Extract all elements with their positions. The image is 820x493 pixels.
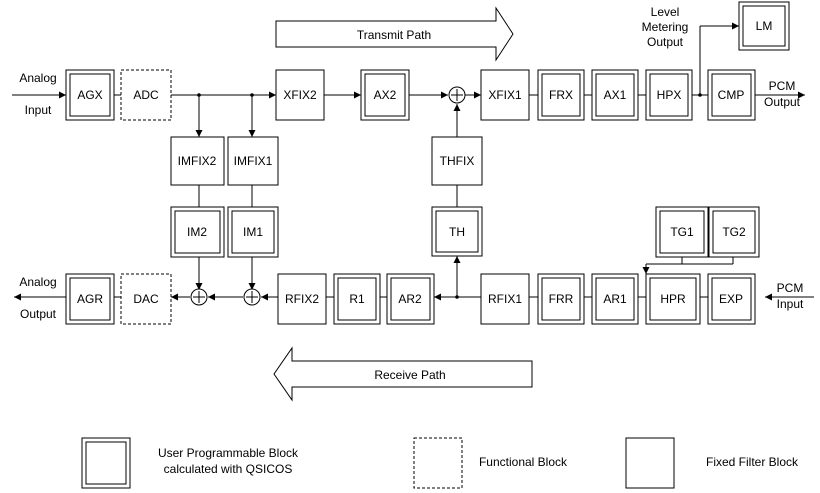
block-th: TH (431, 206, 483, 257)
block-frx: FRX (537, 69, 585, 121)
svg-text:RFIX1: RFIX1 (488, 292, 522, 306)
block-dac: DAC (120, 273, 172, 325)
block-im1: IM1 (227, 206, 279, 258)
block-ax2: AX2 (360, 69, 410, 121)
svg-text:CMP: CMP (718, 88, 745, 102)
svg-text:AX1: AX1 (604, 88, 627, 102)
analog-output-label: Analog (19, 275, 56, 289)
block-im2: IM2 (170, 206, 225, 258)
pcm-input-label-2: Input (777, 297, 804, 311)
pcm-output-label-2: Output (764, 95, 801, 109)
svg-text:AX2: AX2 (374, 88, 397, 102)
block-agr: AGR (65, 273, 115, 325)
block-agx: AGX (65, 69, 115, 121)
receive-connections (14, 257, 814, 301)
block-rfix1: RFIX1 (480, 273, 530, 325)
svg-text:AR1: AR1 (603, 292, 627, 306)
svg-text:IM2: IM2 (187, 225, 207, 239)
svg-text:AGX: AGX (77, 88, 102, 102)
transmit-path-label: Transmit Path (357, 28, 431, 42)
receive-path-label: Receive Path (374, 368, 445, 382)
legend-user-programmable-swatch (81, 437, 131, 489)
block-imfix1: IMFIX1 (227, 136, 279, 186)
level-metering-label-3: Output (647, 35, 684, 49)
level-metering-label-2: Metering (642, 20, 689, 34)
svg-text:AGR: AGR (77, 292, 103, 306)
legend-functional-swatch (413, 437, 463, 489)
block-lm: LM (738, 1, 790, 51)
svg-text:RFIX2: RFIX2 (285, 292, 319, 306)
svg-text:HPX: HPX (657, 88, 682, 102)
svg-text:XFIX1: XFIX1 (488, 88, 522, 102)
legend-fixed-label: Fixed Filter Block (706, 455, 799, 469)
block-adc: ADC (120, 69, 172, 121)
legend-fixed-swatch (625, 437, 675, 489)
svg-text:DAC: DAC (133, 292, 159, 306)
block-tg2: TG2 (708, 206, 760, 258)
sum-junction-im2 (190, 288, 208, 306)
sum-junction-im1 (243, 288, 261, 306)
pcm-output-label: PCM (769, 79, 796, 93)
svg-text:FRR: FRR (549, 292, 574, 306)
svg-text:HPR: HPR (660, 292, 686, 306)
legend-functional-label: Functional Block (479, 455, 568, 469)
svg-text:IMFIX2: IMFIX2 (178, 154, 217, 168)
svg-text:XFIX2: XFIX2 (283, 88, 317, 102)
svg-text:TG2: TG2 (722, 225, 746, 239)
level-metering-label: Level (651, 5, 680, 19)
svg-text:R1: R1 (349, 292, 365, 306)
block-tg1: TG1 (655, 206, 709, 258)
svg-text:THFIX: THFIX (440, 154, 475, 168)
block-xfix2: XFIX2 (275, 69, 325, 121)
svg-text:TG1: TG1 (670, 225, 694, 239)
legend: User Programmable Block calculated with … (81, 437, 799, 489)
block-rfix2: RFIX2 (277, 273, 327, 325)
block-exp: EXP (707, 273, 756, 325)
svg-text:EXP: EXP (719, 292, 743, 306)
block-ar2: AR2 (386, 273, 435, 325)
block-xfix1: XFIX1 (480, 69, 530, 121)
block-imfix2: IMFIX2 (170, 136, 225, 186)
block-cmp: CMP (707, 69, 756, 121)
svg-text:ADC: ADC (133, 88, 159, 102)
block-frr: FRR (537, 273, 585, 325)
svg-text:AR2: AR2 (398, 292, 422, 306)
sum-junction-transmit (448, 86, 466, 104)
block-hpx: HPX (645, 69, 693, 121)
svg-text:IMFIX1: IMFIX1 (234, 154, 273, 168)
block-r1: R1 (333, 273, 381, 325)
svg-text:IM1: IM1 (243, 225, 263, 239)
transmit-path-arrow: Transmit Path (275, 6, 514, 62)
block-thfix: THFIX (431, 136, 483, 186)
legend-user-programmable-label: User Programmable Block (158, 446, 299, 460)
svg-text:TH: TH (449, 225, 465, 239)
block-hpr: HPR (645, 273, 701, 325)
transmit-connections (12, 22, 805, 299)
block-ax1: AX1 (591, 69, 639, 121)
analog-input-label-2: Input (25, 103, 52, 117)
svg-text:FRX: FRX (549, 88, 573, 102)
analog-output-label-2: Output (20, 307, 57, 321)
pcm-input-label: PCM (777, 281, 804, 295)
receive-path-arrow: Receive Path (273, 346, 533, 402)
analog-input-label: Analog (19, 71, 56, 85)
block-ar1: AR1 (591, 273, 639, 325)
legend-user-programmable-label-2: calculated with QSICOS (164, 462, 293, 476)
svg-text:LM: LM (756, 19, 773, 33)
